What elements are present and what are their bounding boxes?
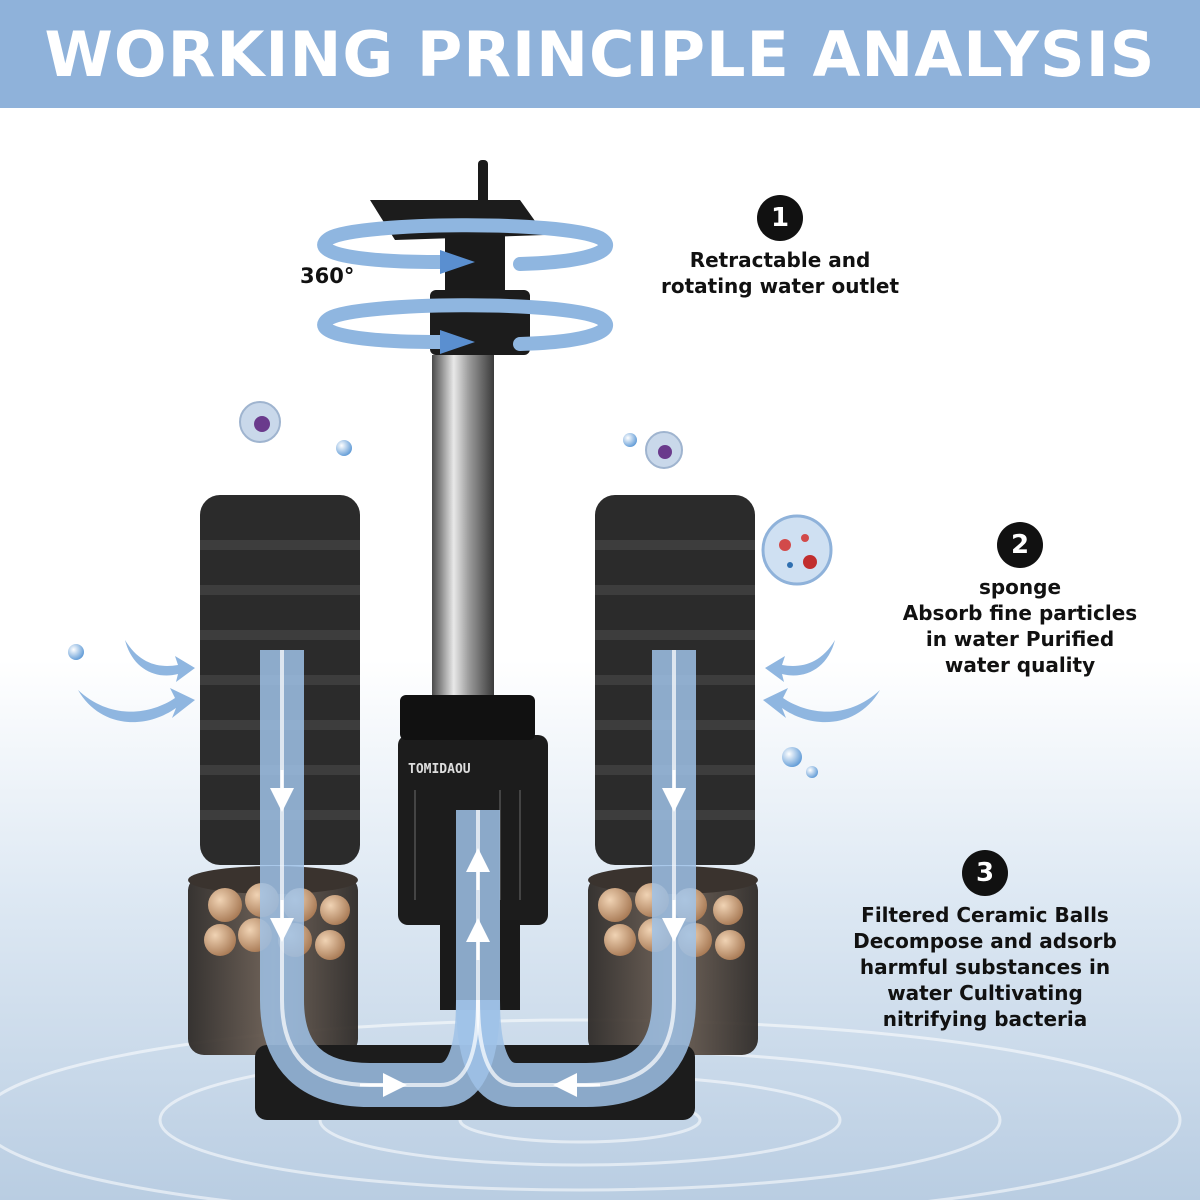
callout-1-badge: 1 xyxy=(757,195,803,241)
steel-tube xyxy=(432,355,494,695)
callout-1-text: Retractable and rotating water outlet xyxy=(660,248,900,298)
inflow-arrow-left xyxy=(78,640,195,723)
bacteria-icon xyxy=(239,401,833,586)
brand-label: TOMIDAOU xyxy=(408,762,471,777)
callout-2-text: sponge Absorb fine particles in water Pu… xyxy=(902,575,1138,677)
title-banner: WORKING PRINCIPLE ANALYSIS xyxy=(0,0,1200,108)
page-title: WORKING PRINCIPLE ANALYSIS xyxy=(44,17,1156,91)
callout-2-badge: 2 xyxy=(997,522,1043,568)
inflow-arrow-right xyxy=(763,640,880,723)
callout-2: 2 sponge Absorb fine particles in water … xyxy=(870,522,1170,678)
callout-3-text: Filtered Ceramic Balls Decompose and ads… xyxy=(853,903,1117,1031)
flow-arrow-icon xyxy=(260,650,696,1107)
callout-1: 1 Retractable and rotating water outlet xyxy=(620,195,940,299)
rotation-label: 360° xyxy=(300,264,355,288)
callout-3: 3 Filtered Ceramic Balls Decompose and a… xyxy=(835,850,1135,1032)
rotation-arrow-icon xyxy=(317,218,613,351)
callout-3-badge: 3 xyxy=(962,850,1008,896)
water-droplet-icon xyxy=(68,433,818,778)
